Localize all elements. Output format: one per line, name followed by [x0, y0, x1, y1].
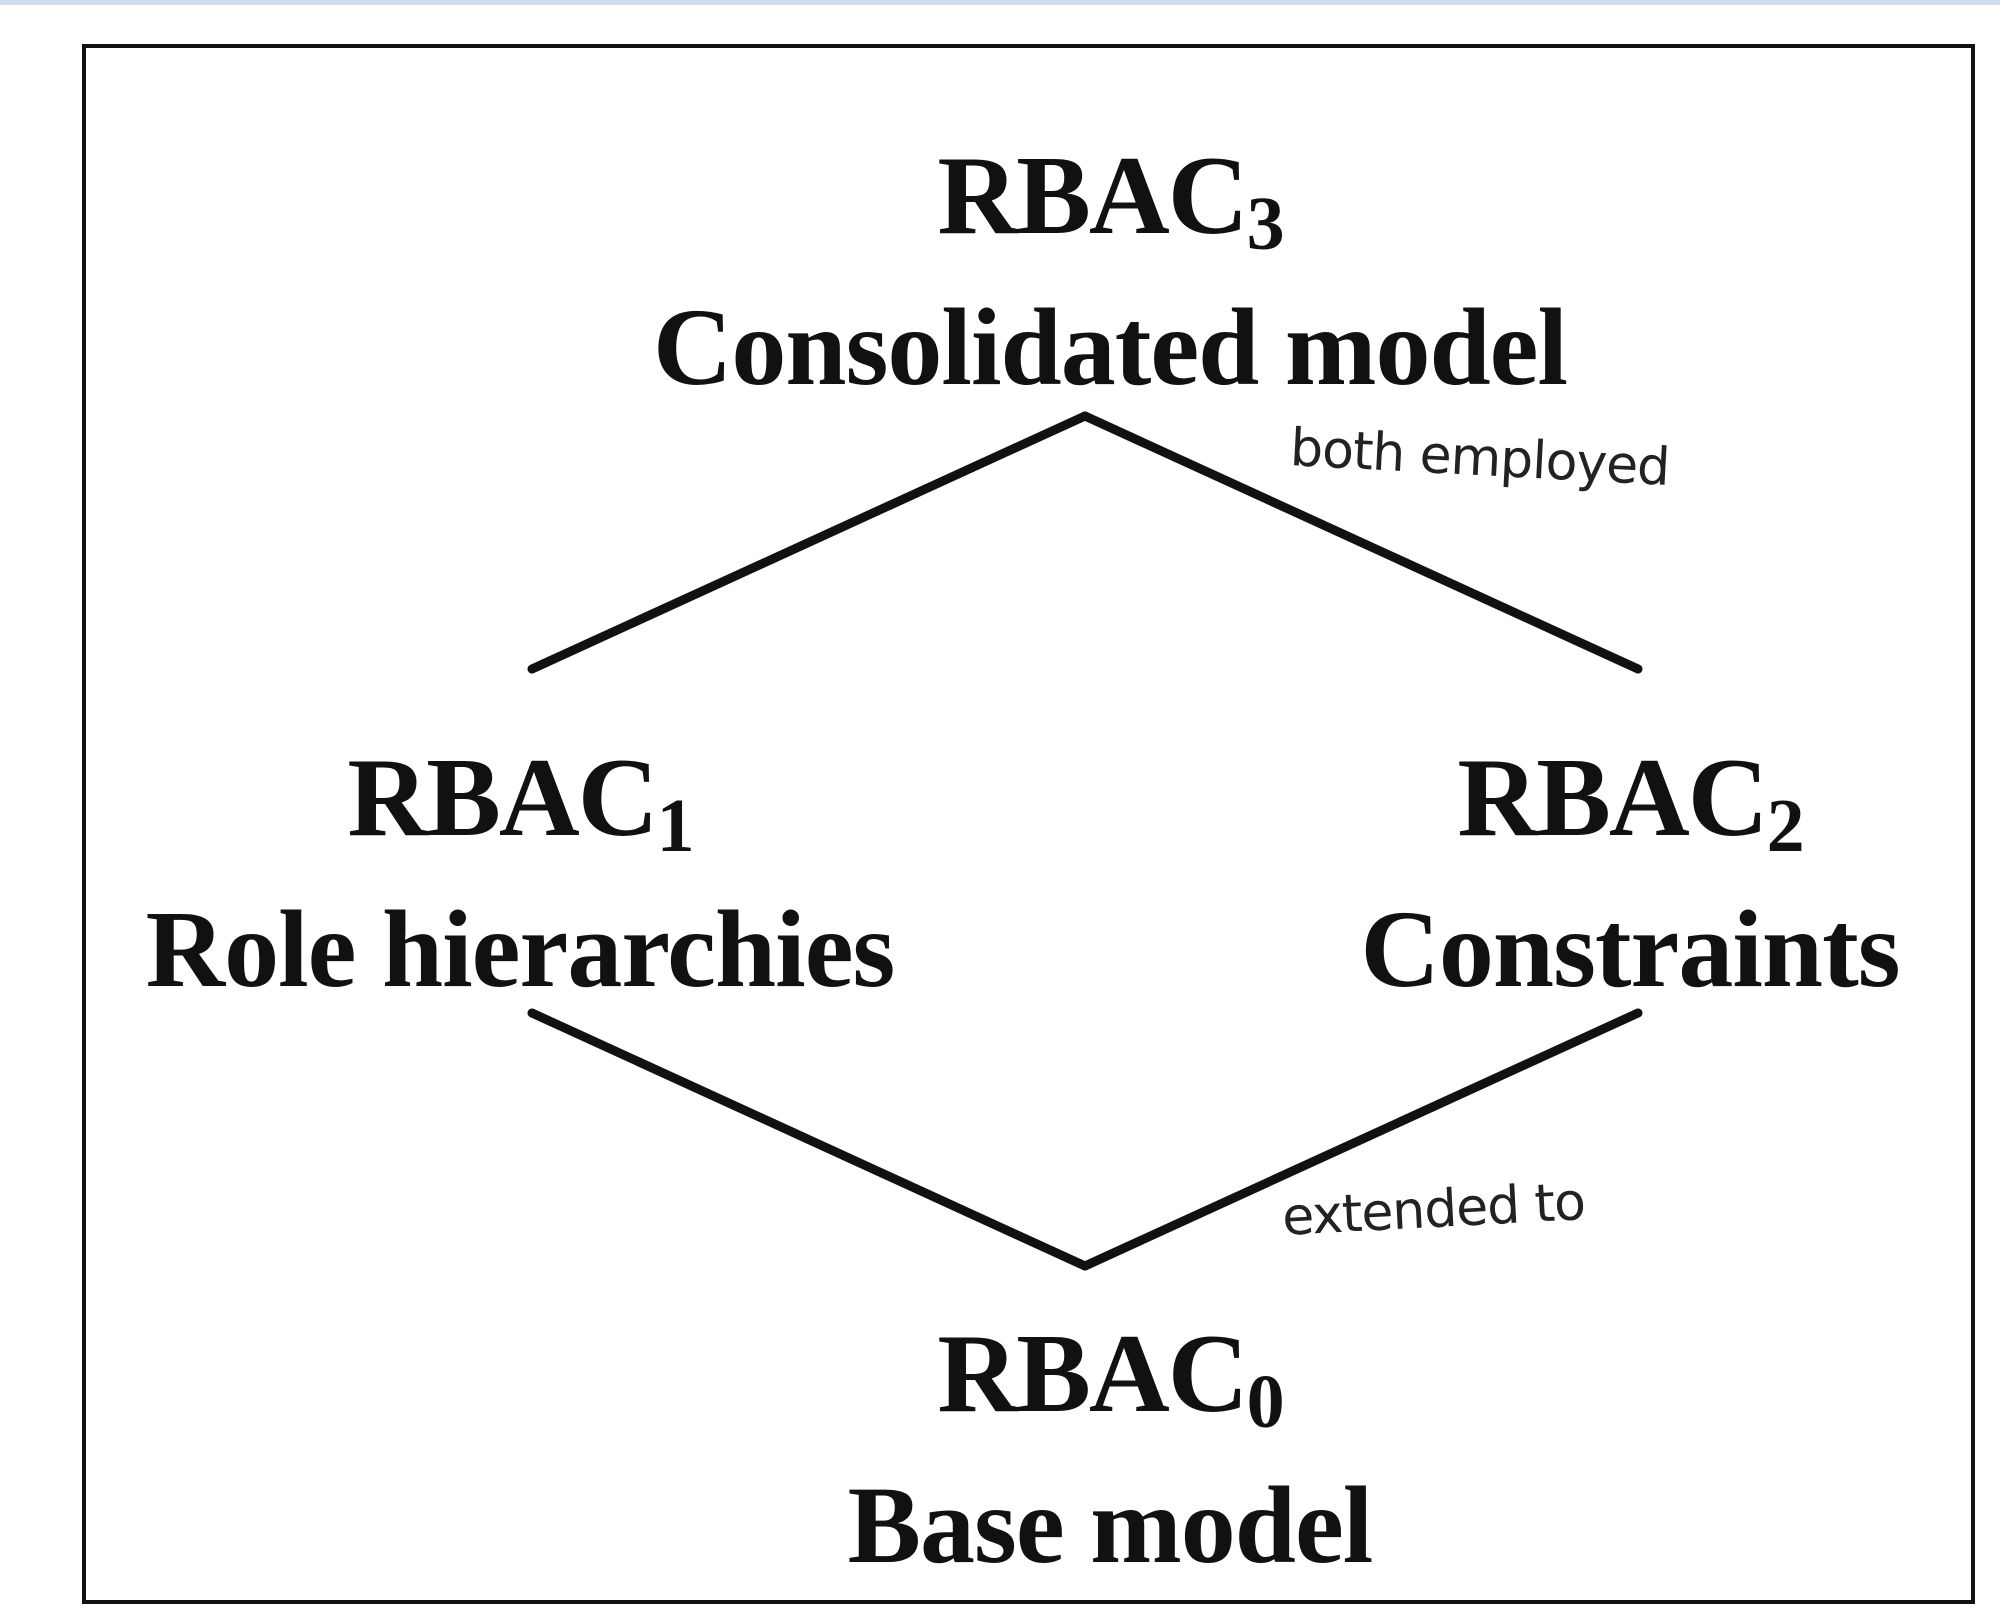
edge-rbac1-to-rbac3 [527, 411, 1090, 674]
node-rbac3-description: Consolidated model [652, 286, 1568, 408]
node-rbac1-description: Role hierarchies [145, 888, 896, 1010]
node-rbac3-name: RBAC3 [937, 134, 1284, 266]
edge-rbac2-to-rbac3 [1080, 411, 1643, 674]
node-rbac1-name: RBAC1 [347, 736, 694, 868]
node-rbac2-name: RBAC2 [1457, 736, 1804, 868]
node-rbac0-description: Base model [847, 1464, 1374, 1586]
edge-rbac1-to-rbac0 [527, 1008, 1090, 1271]
window-top-strip [0, 0, 2000, 5]
node-rbac3: RBAC3 Consolidated model [560, 140, 1660, 402]
node-rbac2-description: Constraints [1360, 888, 1900, 1010]
node-rbac1: RBAC1 Role hierarchies [80, 742, 960, 1004]
node-rbac0: RBAC0 Base model [610, 1318, 1610, 1580]
edge-rbac2-to-rbac0 [1080, 1008, 1643, 1271]
node-rbac0-name: RBAC0 [937, 1312, 1284, 1444]
node-rbac2: RBAC2 Constraints [1300, 742, 1960, 1004]
diagram-frame [82, 44, 1975, 1604]
